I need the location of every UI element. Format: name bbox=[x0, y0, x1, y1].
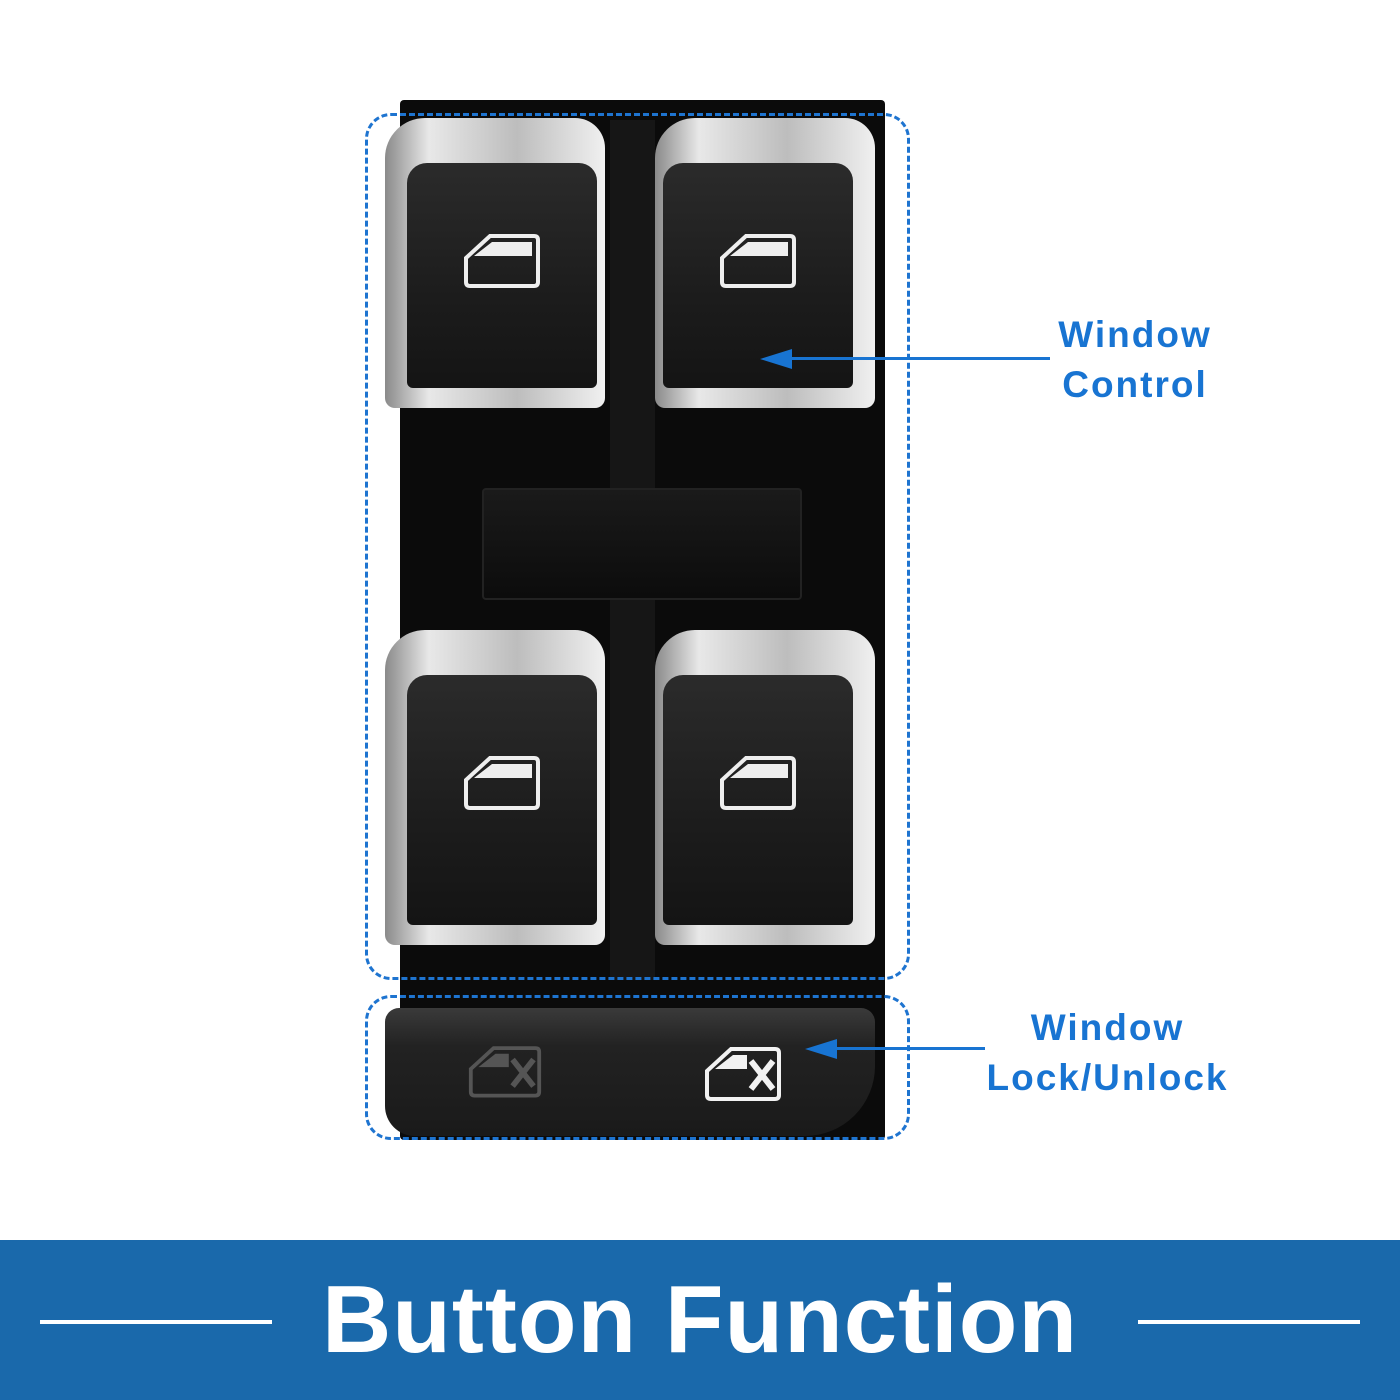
door-window-icon bbox=[464, 233, 540, 288]
window-lock-highlight bbox=[365, 995, 910, 1140]
window-lock-arrow bbox=[805, 1039, 985, 1059]
banner-divider-right bbox=[1138, 1320, 1360, 1324]
window-lock-button[interactable] bbox=[385, 1008, 875, 1136]
window-button-front-left[interactable] bbox=[385, 118, 605, 408]
window-button-rear-right[interactable] bbox=[655, 630, 875, 945]
center-panel bbox=[482, 488, 802, 600]
door-window-icon bbox=[720, 233, 796, 288]
window-control-arrow bbox=[760, 349, 1050, 369]
label-line: Window bbox=[1058, 314, 1212, 355]
door-window-icon bbox=[720, 756, 796, 810]
banner-divider-left bbox=[40, 1320, 272, 1324]
banner-title: Button Function bbox=[321, 1266, 1079, 1373]
label-line: Control bbox=[1062, 364, 1208, 405]
window-control-highlight bbox=[365, 113, 910, 980]
label-line: Window bbox=[1030, 1007, 1185, 1048]
door-lock-icon bbox=[705, 1047, 781, 1101]
window-button-rear-left[interactable] bbox=[385, 630, 605, 945]
label-line: Lock/Unlock bbox=[986, 1057, 1229, 1098]
door-window-icon bbox=[464, 756, 540, 810]
door-lock-icon bbox=[468, 1046, 542, 1098]
